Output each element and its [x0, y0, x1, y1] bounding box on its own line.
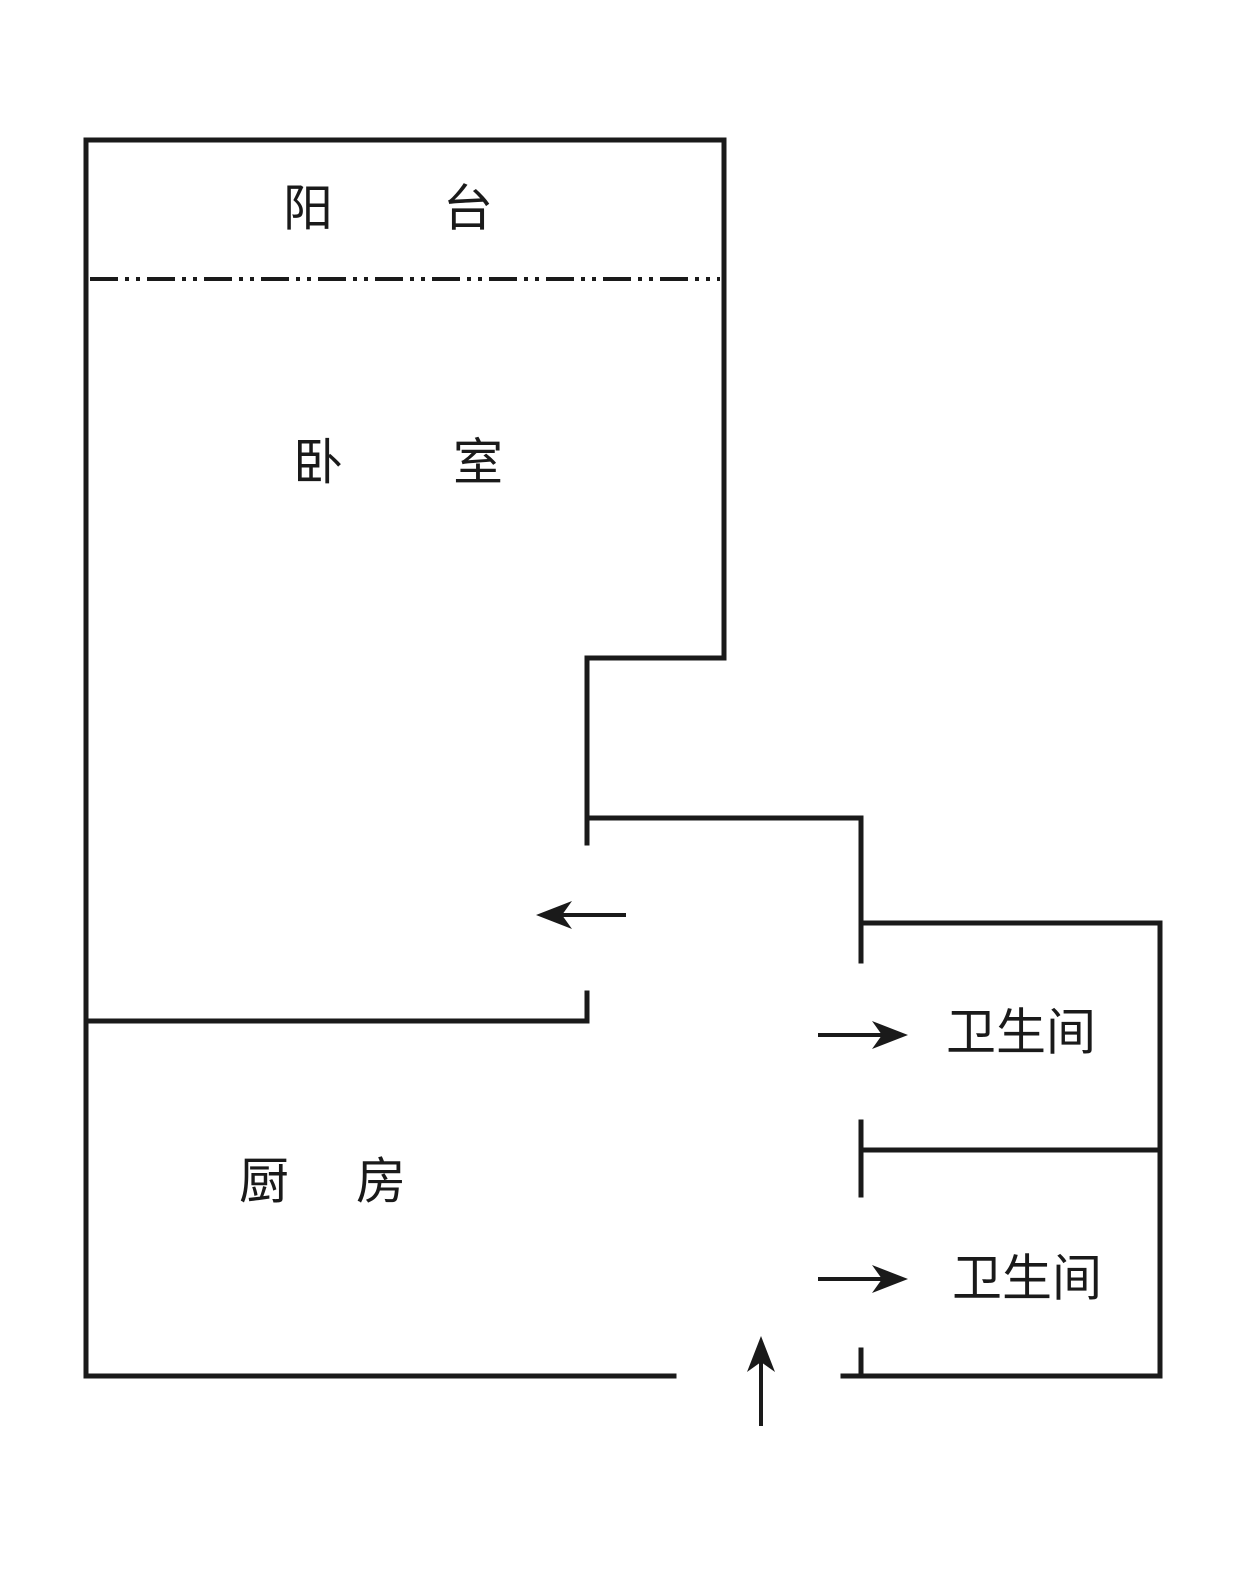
arrow-to-bathroom-lower	[818, 1265, 908, 1293]
arrow-to-bathroom-upper	[818, 1021, 908, 1049]
bathroom-lower-label: 卫生间	[952, 1250, 1102, 1308]
room-labels: 阳 台 卧 室 厨 房 卫生间 卫生间	[239, 180, 1102, 1308]
bathroom-upper-label: 卫生间	[946, 1004, 1096, 1062]
balcony-label-char2: 台	[443, 180, 493, 238]
bedroom-label-char2: 室	[453, 434, 503, 492]
walls	[83, 137, 1163, 1379]
balcony-label-char1: 阳	[283, 180, 333, 238]
arrow-entrance	[747, 1336, 775, 1426]
bedroom-label-char1: 卧	[293, 434, 343, 492]
kitchen-label-char1: 厨	[239, 1153, 289, 1211]
kitchen-label-char2: 房	[356, 1153, 406, 1211]
arrow-to-bedroom	[536, 901, 626, 929]
arrows	[536, 901, 908, 1426]
